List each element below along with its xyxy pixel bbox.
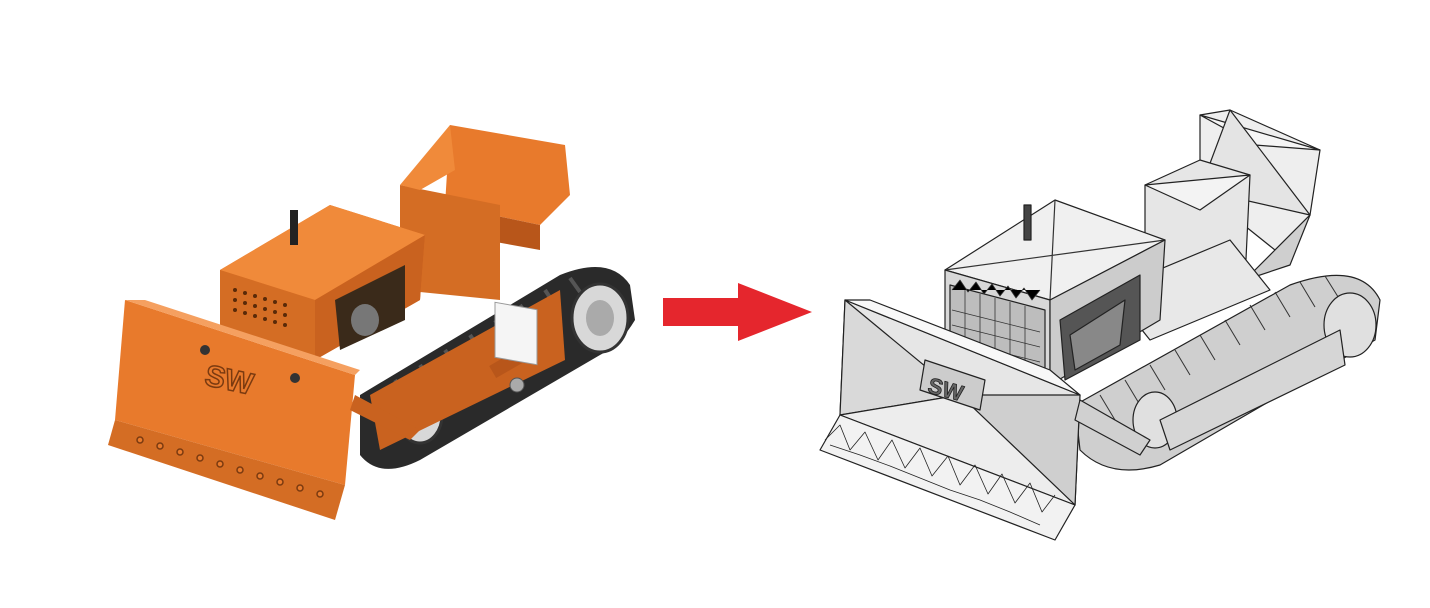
solid-blade: SW — [108, 300, 420, 520]
mesh-bulldozer-model: SW — [819, 109, 1381, 541]
mesh-hood — [944, 199, 1166, 386]
mesh-blade: SW — [819, 299, 1151, 541]
solid-bulldozer-model: SW — [108, 125, 635, 520]
mesh-track — [1074, 274, 1381, 471]
mesh-seat — [1144, 109, 1321, 281]
right-arrow-icon — [663, 283, 812, 341]
solid-seat — [400, 125, 570, 366]
